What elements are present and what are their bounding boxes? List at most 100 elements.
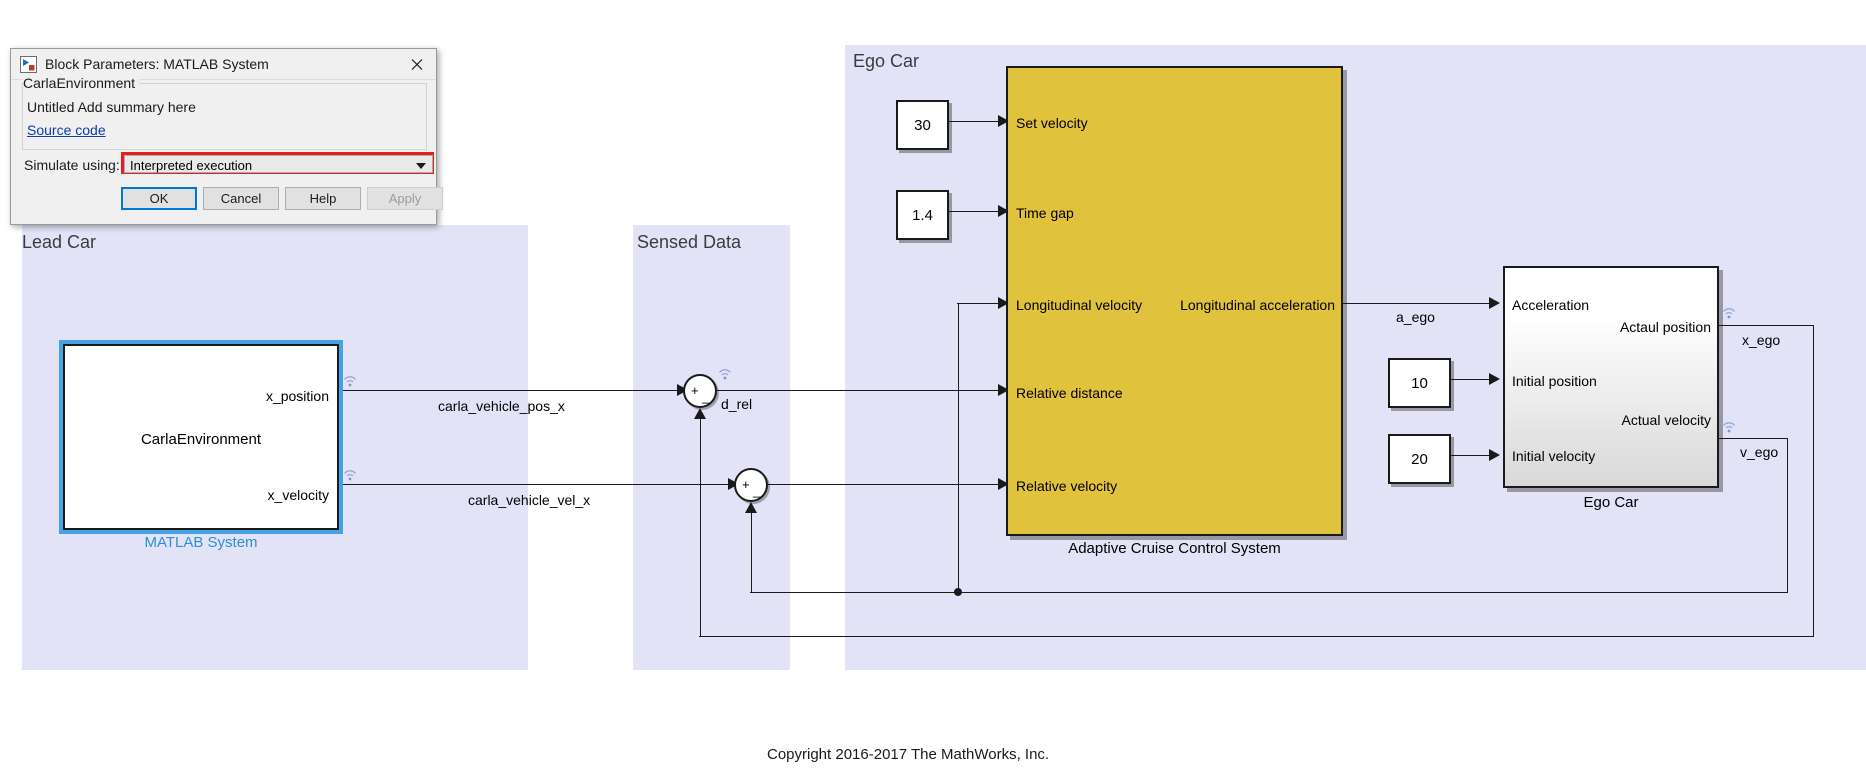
arrow-vel-x — [728, 477, 739, 490]
dialog-title: Block Parameters: MATLAB System — [45, 56, 269, 72]
region-sensed-data-label: Sensed Data — [637, 232, 742, 252]
chevron-down-icon[interactable] — [416, 163, 426, 169]
port-label-time-gap: Time gap — [1016, 205, 1074, 221]
port-label-x-position: x_position — [265, 388, 329, 404]
port-label-actual-velocity: Actual velocity — [1621, 412, 1711, 428]
signal-viewer-icon-x-velocity — [343, 470, 357, 481]
signal-viewer-icon-x-ego — [1722, 308, 1736, 319]
port-label-set-velocity: Set velocity — [1016, 115, 1088, 131]
region-sensed-data — [633, 225, 790, 670]
port-label-actual-position: Actaul position — [1619, 319, 1711, 335]
close-icon[interactable] — [406, 54, 428, 75]
block-adaptive-cruise-control[interactable]: Set velocity Time gap Longitudinal veloc… — [1006, 66, 1343, 536]
apply-button: Apply — [367, 187, 443, 210]
constant-block-initial-position[interactable]: 10 — [1388, 358, 1451, 408]
arrow-time-gap — [998, 204, 1009, 217]
arrow-relative-distance — [998, 383, 1009, 396]
region-ego-car-label: Ego Car — [853, 51, 920, 71]
sum-sign-plus: + — [691, 383, 699, 398]
wire-v-ego-out — [1719, 438, 1788, 439]
simulink-block-icon — [20, 56, 37, 73]
port-label-relative-velocity: Relative velocity — [1016, 478, 1118, 494]
port-label-longitudinal-acceleration: Longitudinal acceleration — [1180, 297, 1335, 313]
port-label-initial-velocity: Initial velocity — [1512, 448, 1596, 464]
signal-viewer-icon-v-ego — [1722, 422, 1736, 433]
arrow-acceleration — [1489, 296, 1500, 309]
cancel-button[interactable]: Cancel — [203, 187, 279, 210]
port-label-initial-position: Initial position — [1512, 373, 1597, 389]
block-parameters-dialog[interactable]: Block Parameters: MATLAB System CarlaEnv… — [10, 48, 443, 225]
arrow-sum-d-rel-minus — [693, 408, 706, 419]
sum-block-d-rel[interactable]: + _ — [683, 374, 717, 408]
arrow-initial-position — [1489, 372, 1500, 385]
source-code-link[interactable]: Source code — [27, 122, 106, 138]
dialog-titlebar[interactable]: Block Parameters: MATLAB System — [11, 49, 436, 80]
region-lead-car-label: Lead Car — [22, 232, 97, 252]
wire-pos-x — [340, 390, 681, 391]
block-carla-environment[interactable]: CarlaEnvironment x_position x_velocity — [59, 340, 343, 534]
wire-x-ego-up-to-sum — [700, 418, 701, 636]
simulate-using-label: Simulate using: — [24, 157, 120, 173]
constant-block-initial-velocity[interactable]: 20 — [1388, 434, 1451, 484]
signal-label-pos-x: carla_vehicle_pos_x — [438, 398, 565, 414]
signal-viewer-icon-x-position — [343, 376, 357, 387]
wire-initial-velocity — [1451, 455, 1496, 456]
dialog-group-title: CarlaEnvironment — [23, 75, 140, 91]
port-label-relative-distance: Relative distance — [1016, 385, 1123, 401]
sum-sign-plus: + — [742, 477, 750, 492]
simulate-using-select[interactable]: Interpreted execution — [124, 155, 433, 173]
wire-x-ego-down — [1813, 325, 1814, 637]
signal-label-vel-x: carla_vehicle_vel_x — [468, 492, 591, 508]
wire-set-velocity — [949, 121, 1005, 122]
group-border-right — [129, 83, 427, 84]
constant-block-time-gap[interactable]: 1.4 — [896, 190, 949, 240]
simulate-using-value: Interpreted execution — [130, 158, 253, 173]
arrow-set-velocity — [998, 114, 1009, 127]
wire-vel-x — [340, 484, 732, 485]
sum-block-v-rel[interactable]: + _ — [734, 468, 768, 502]
junction-v-ego — [954, 588, 962, 596]
block-name-ego-car: Ego Car — [1583, 494, 1639, 511]
dialog-summary-text: Untitled Add summary here — [27, 99, 196, 115]
wire-v-ego-down — [1787, 438, 1788, 593]
port-label-longitudinal-velocity: Longitudinal velocity — [1016, 297, 1143, 313]
simulate-using-highlight: Interpreted execution — [121, 152, 434, 174]
arrow-sum-v-rel-minus — [744, 502, 757, 513]
wire-long-velocity-in — [957, 303, 1005, 304]
signal-label-v-ego: v_ego — [1740, 444, 1779, 460]
signal-viewer-icon-d-rel — [718, 369, 732, 380]
block-ego-car[interactable]: Acceleration Initial position Initial ve… — [1503, 266, 1719, 488]
constant-value-initial-velocity: 20 — [1411, 451, 1428, 468]
arrow-initial-velocity — [1489, 448, 1500, 461]
constant-value-time-gap: 1.4 — [912, 207, 933, 224]
wire-d-rel-to-acc — [717, 390, 1005, 391]
constant-value-set-velocity: 30 — [914, 117, 931, 134]
port-label-acceleration: Acceleration — [1512, 297, 1590, 313]
wire-v-ego-bottom-run — [750, 592, 1788, 593]
wire-time-gap — [949, 211, 1005, 212]
block-name-matlab-system: MATLAB System — [144, 534, 258, 551]
wire-initial-position — [1451, 379, 1496, 380]
wire-v-ego-to-long-velocity — [958, 303, 959, 592]
port-label-x-velocity: x_velocity — [267, 487, 329, 503]
copyright-text: Copyright 2016-2017 The MathWorks, Inc. — [767, 746, 1050, 763]
wire-v-ego-up-to-sum — [751, 512, 752, 593]
arrow-relative-velocity — [998, 477, 1009, 490]
wire-a-ego — [1343, 303, 1496, 304]
arrow-pos-x — [677, 383, 688, 396]
ok-button[interactable]: OK — [121, 187, 197, 210]
wire-v-rel-to-acc — [768, 484, 1005, 485]
sum-sign-minus: _ — [702, 389, 710, 404]
block-carla-body-label: CarlaEnvironment — [140, 431, 262, 448]
help-button[interactable]: Help — [285, 187, 361, 210]
signal-label-x-ego: x_ego — [1742, 332, 1781, 348]
dialog-parameter-group — [22, 83, 427, 150]
arrow-longitudinal-velocity — [998, 296, 1009, 309]
constant-block-set-velocity[interactable]: 30 — [896, 100, 949, 150]
block-name-acc: Adaptive Cruise Control System — [1068, 540, 1281, 557]
sum-sign-minus: _ — [753, 483, 761, 498]
constant-value-initial-position: 10 — [1411, 375, 1428, 392]
signal-label-a-ego: a_ego — [1396, 309, 1435, 325]
wire-x-ego-bottom-run — [699, 636, 1814, 637]
